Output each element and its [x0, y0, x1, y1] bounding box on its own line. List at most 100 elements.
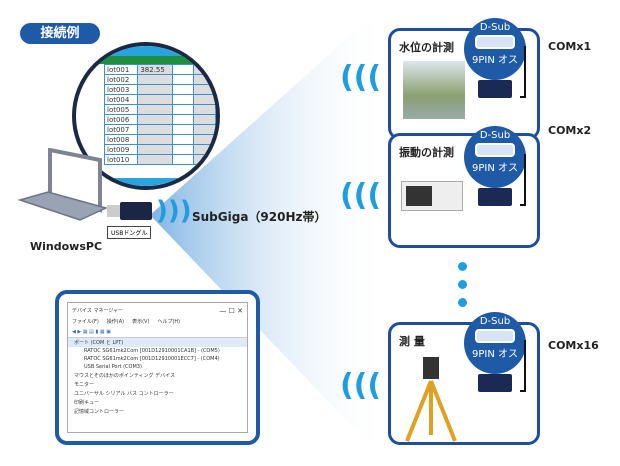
value-cell: [137, 144, 173, 155]
cell: [193, 84, 216, 95]
tree-item[interactable]: RATOC SG61mk2Com [001D12910001ECC7] - (C…: [84, 356, 220, 362]
connector-type: D-Sub: [479, 316, 511, 327]
water-gauge-photo: [403, 61, 465, 119]
dsub-connector-badge: D-Sub 9PIN オス: [464, 312, 526, 374]
connector-type: D-Sub: [479, 22, 511, 33]
value-cell: [137, 154, 173, 165]
tripod-icon: [405, 357, 457, 442]
com-label: COMx16: [548, 339, 599, 352]
cell: [171, 84, 195, 95]
cable-plug-icon: [520, 340, 526, 392]
wireless-icon: ))): [340, 178, 382, 213]
wireless-icon: ))): [156, 196, 192, 226]
wireless-label: SubGiga（920Hz帯）: [192, 210, 327, 224]
cell: [193, 124, 216, 135]
tree-item[interactable]: モニター: [74, 382, 95, 388]
cell: [171, 74, 195, 85]
sheet-row: lot009: [103, 144, 216, 155]
cell: [171, 104, 195, 115]
cell: [171, 64, 195, 75]
tree-item[interactable]: RATOC SG61mk2Com [001D12910001CA1B] - (C…: [84, 348, 220, 354]
sheet-row: lot004: [103, 94, 216, 105]
connector-pins: 9PIN オス: [471, 163, 518, 174]
lot-cell: lot010: [103, 154, 139, 165]
dsub-connector-icon: [475, 35, 515, 49]
ellipsis-dot: [458, 298, 467, 307]
cell: [171, 154, 195, 165]
com-label: COMx2: [548, 124, 592, 137]
menu-item[interactable]: 表示(V): [132, 319, 150, 325]
sheet-row: lot003: [103, 84, 216, 95]
sheet-row: lot006: [103, 114, 216, 125]
lot-cell: lot004: [103, 94, 139, 105]
value-cell: [137, 84, 173, 95]
cable-plug-icon: [520, 46, 526, 98]
tree-item[interactable]: ポート (COM と LPT): [68, 338, 247, 347]
dsub-connector-icon: [475, 143, 515, 157]
lot-cell: lot009: [103, 144, 139, 155]
value-cell: [137, 134, 173, 145]
laptop-icon: [18, 148, 108, 221]
dongle-label: USBドングル: [107, 226, 152, 239]
window-title: デバイス マネージャー: [72, 308, 124, 314]
wireless-icon: ))): [340, 368, 382, 403]
lot-cell: lot002: [103, 74, 139, 85]
serial-cable-icon: [478, 80, 512, 98]
value-cell: [137, 94, 173, 105]
device-manager-panel: デバイス マネージャー — ☐ ✕ ファイル(F) 操作(A) 表示(V) ヘルプ(H)…: [55, 290, 260, 445]
value-cell: [137, 74, 173, 85]
page-title: 接続例: [20, 23, 100, 44]
tree-item[interactable]: ユニバーサル シリアル バス コントローラー: [74, 391, 174, 397]
pc-label: WindowsPC: [30, 240, 103, 253]
menu-item[interactable]: 操作(A): [106, 319, 125, 325]
dsub-connector-icon: [475, 329, 515, 343]
sheet-row: lot005: [103, 104, 216, 115]
cell: [171, 134, 195, 145]
lot-cell: lot001: [103, 64, 139, 75]
cell: [193, 114, 216, 125]
dsub-connector-badge: D-Sub 9PIN オス: [464, 18, 526, 80]
lot-cell: lot006: [103, 114, 139, 125]
cell: [171, 144, 195, 155]
connector-type: D-Sub: [479, 130, 511, 141]
cell: [171, 114, 195, 125]
usb-dongle-icon: [120, 202, 152, 220]
window-controls[interactable]: — ☐ ✕: [219, 307, 243, 315]
serial-cable-icon: [478, 374, 512, 392]
serial-cable-icon: [478, 188, 512, 206]
device-name: 振動の計測: [399, 146, 454, 159]
sheet-row: lot010: [103, 154, 216, 165]
com-label: COMx1: [548, 40, 592, 53]
device-name: 測 量: [399, 335, 425, 348]
value-cell: [137, 114, 173, 125]
wireless-icon: ))): [340, 60, 382, 95]
cell: [193, 134, 216, 145]
lot-cell: lot008: [103, 134, 139, 145]
device-name: 水位の計測: [399, 41, 454, 54]
toolbar[interactable]: ◀ ▶ ▦ ▤ ▮ ▦ ▣: [72, 329, 111, 335]
lot-cell: lot003: [103, 84, 139, 95]
ellipsis-dot: [458, 262, 467, 271]
tree-item[interactable]: 記憶域コントローラー: [74, 409, 125, 415]
dsub-connector-badge: D-Sub 9PIN オス: [464, 126, 526, 188]
connector-pins: 9PIN オス: [471, 55, 518, 66]
ellipsis-dot: [458, 280, 467, 289]
value-cell: [137, 124, 173, 135]
tree-item[interactable]: マウスとそのほかのポインティング デバイス: [74, 373, 175, 379]
menu-item[interactable]: ヘルプ(H): [157, 319, 181, 325]
menu-item[interactable]: ファイル(F): [72, 319, 99, 325]
sheet-row: lot007: [103, 124, 216, 135]
tree-item[interactable]: 印刷キュー: [74, 400, 100, 406]
cable-plug-icon: [520, 154, 526, 206]
vibration-meter-icon: [401, 181, 463, 211]
value-cell: 382.55: [137, 64, 173, 75]
device-manager-window: デバイス マネージャー — ☐ ✕ ファイル(F) 操作(A) 表示(V) ヘルプ(H)…: [67, 302, 248, 433]
sheet-row: lot002: [103, 74, 216, 85]
tree-item[interactable]: USB Serial Port (COM3): [84, 364, 142, 370]
lot-cell: lot005: [103, 104, 139, 115]
connector-pins: 9PIN オス: [471, 349, 518, 360]
value-cell: [137, 104, 173, 115]
cell: [171, 94, 195, 105]
